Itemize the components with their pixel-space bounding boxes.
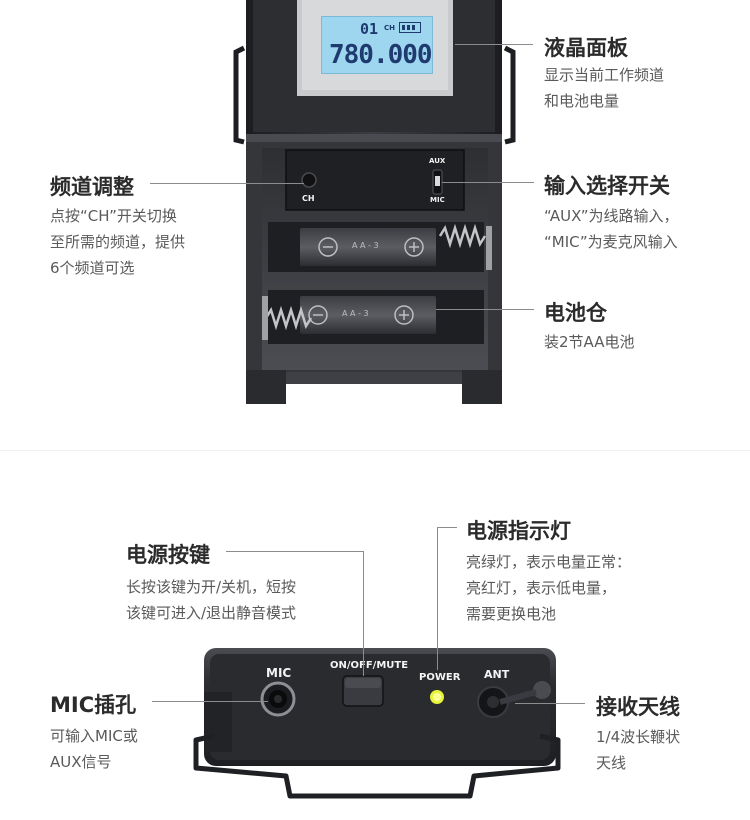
power-button-leader-h bbox=[226, 551, 364, 552]
section-divider bbox=[0, 450, 750, 451]
switch-aux-label: AUX bbox=[429, 157, 446, 165]
channel-adjust-desc-2: 至所需的频道，提供 bbox=[50, 233, 186, 251]
power-indicator-leader-h bbox=[437, 527, 457, 528]
lcd-panel-leader bbox=[455, 44, 533, 45]
antenna-desc-1: 1/4波长鞭状 bbox=[596, 728, 681, 746]
input-switch-title: 输入选择开关 bbox=[544, 174, 670, 198]
power-button-leader-v bbox=[363, 551, 364, 676]
battery-compartment-leader bbox=[436, 309, 534, 310]
onoff-mute-button[interactable] bbox=[343, 676, 383, 706]
power-indicator-desc-1: 亮绿灯，表示电量正常： bbox=[466, 553, 632, 571]
mic-jack-label: MIC bbox=[266, 666, 292, 680]
lcd-frequency: 780.000 bbox=[329, 40, 433, 70]
battery-level-icon bbox=[399, 22, 421, 33]
antenna-leader bbox=[515, 703, 585, 704]
channel-adjust-title: 频道调整 bbox=[50, 175, 134, 199]
lcd-panel-title: 液晶面板 bbox=[544, 36, 628, 60]
lcd-ch-label: CH bbox=[384, 24, 395, 32]
channel-adjust-desc-3: 6个频道可选 bbox=[50, 259, 135, 277]
antenna-desc-2: 天线 bbox=[596, 754, 627, 772]
battery-compartment-title: 电池仓 bbox=[544, 301, 607, 325]
power-indicator-title: 电源指示灯 bbox=[466, 519, 571, 543]
battery-marking-lower: A A - 3 bbox=[342, 309, 369, 318]
power-button-title: 电源按键 bbox=[126, 543, 210, 567]
power-led-indicator bbox=[429, 689, 445, 705]
input-switch-desc-2: “MIC”为麦克风输入 bbox=[544, 233, 678, 251]
channel-adjust-desc-1: 点按“CH”开关切换 bbox=[50, 207, 177, 225]
lcd-panel-desc-2: 和电池电量 bbox=[544, 92, 620, 110]
power-button-desc-2: 该键可进入/退出静音模式 bbox=[126, 604, 297, 622]
power-button-desc-1: 长按该键为开/关机，短按 bbox=[126, 578, 297, 596]
mic-jack-desc-2: AUX信号 bbox=[50, 753, 112, 771]
lcd-panel-desc-1: 显示当前工作频道 bbox=[544, 66, 665, 84]
battery-marking-upper: A A - 3 bbox=[352, 241, 379, 250]
onoff-mute-label: ON/OFF/MUTE bbox=[330, 660, 409, 671]
power-label: POWER bbox=[419, 672, 461, 683]
lcd-channel: 01 bbox=[360, 20, 379, 38]
input-switch-leader bbox=[442, 182, 534, 183]
mic-jack-leader bbox=[152, 701, 268, 702]
antenna-title: 接收天线 bbox=[596, 695, 680, 719]
battery-compartment-desc-1: 装2节AA电池 bbox=[544, 333, 635, 351]
power-indicator-leader-v bbox=[437, 527, 438, 670]
ch-button-label: CH bbox=[302, 194, 315, 203]
channel-adjust-leader bbox=[150, 183, 304, 184]
input-switch-desc-1: “AUX”为线路输入， bbox=[544, 207, 679, 225]
receiver-bottom-illustration bbox=[193, 648, 561, 799]
mic-jack-title: MIC插孔 bbox=[50, 693, 137, 717]
switch-mic-label: MIC bbox=[430, 196, 445, 204]
power-indicator-desc-3: 需要更换电池 bbox=[466, 605, 557, 623]
lcd-screen: 01 CH 780.000 bbox=[321, 16, 433, 74]
power-indicator-desc-2: 亮红灯，表示低电量， bbox=[466, 579, 617, 597]
ant-label: ANT bbox=[484, 668, 510, 681]
mic-jack-desc-1: 可输入MIC或 bbox=[50, 727, 138, 745]
